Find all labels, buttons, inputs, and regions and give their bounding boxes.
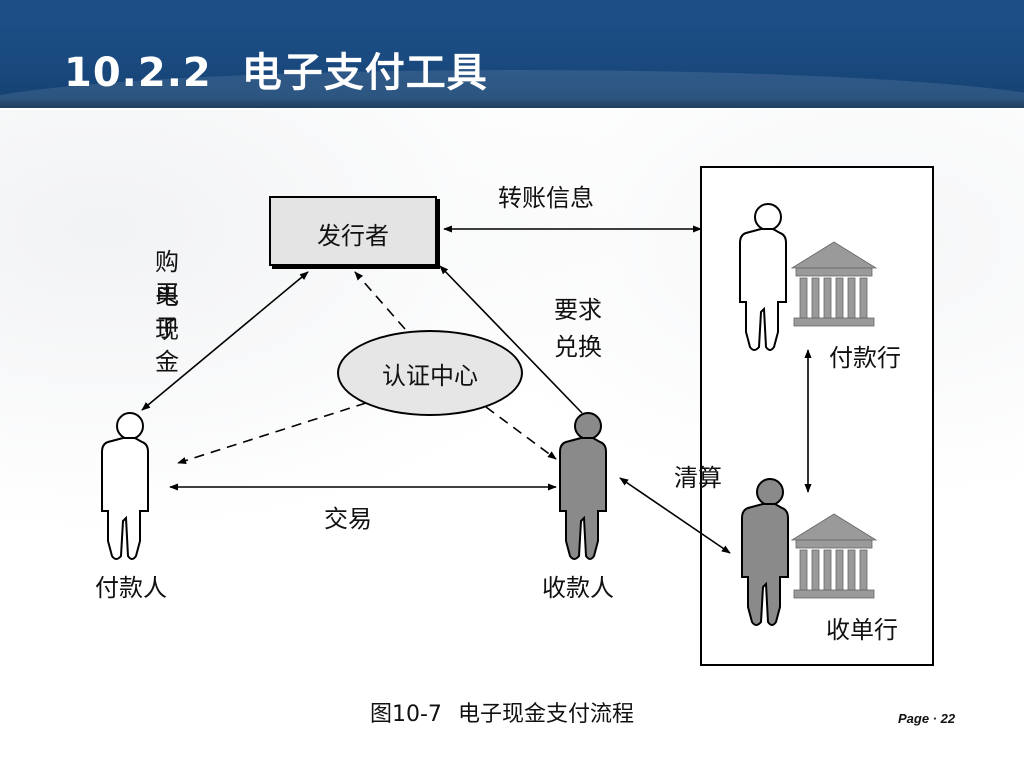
header-shadow [0, 98, 1024, 108]
payer-bank-building-icon [791, 241, 877, 327]
label-payer: 付款人 [95, 574, 167, 602]
payee-figure [559, 412, 607, 560]
label-trade: 交易 [324, 505, 372, 533]
page-number: Page · 22 [898, 711, 956, 726]
issuer-label: 发行者 [317, 222, 389, 250]
label-payee: 收款人 [542, 574, 614, 602]
payer-figure [101, 412, 149, 560]
label-payee-bank: 收单行 [826, 616, 898, 644]
issuer-box: 发行者 [269, 196, 437, 266]
section-number: 10.2.2 [64, 50, 212, 96]
label-redeem-1: 要求 [554, 296, 602, 324]
label-buy: 购买 [155, 248, 179, 308]
figure-caption-text: 电子现金支付流程 [457, 702, 634, 727]
slide-title: 10.2.2 电子支付工具 [64, 40, 488, 100]
label-transfer-info: 转账信息 [498, 184, 594, 212]
ca-label: 认证中心 [382, 362, 478, 390]
label-ecash-1: 电子 [155, 282, 179, 342]
edge-clearing [619, 477, 731, 554]
figure-caption: 图10-7 电子现金支付流程 [370, 696, 634, 728]
edge-buy-ecash [141, 271, 309, 411]
label-ecash-2: 现金 [155, 316, 179, 376]
label-payer-bank: 付款行 [829, 344, 901, 372]
section-title: 电子支付工具 [241, 50, 488, 96]
figure-number: 图10-7 [370, 702, 442, 727]
payee-bank-building-icon [791, 513, 877, 599]
title-bar: 10.2.2 电子支付工具 [0, 0, 1024, 108]
edge-ca-payee [485, 406, 557, 460]
edge-ca-issuer [354, 271, 406, 330]
edge-redeem [439, 265, 583, 414]
certificate-authority-node: 认证中心 [337, 330, 523, 416]
label-clearing: 清算 [674, 464, 722, 492]
label-redeem-2: 兑换 [554, 333, 602, 361]
edge-ca-payer [177, 402, 367, 464]
payee-bank-clerk-figure [741, 478, 789, 626]
payer-bank-clerk-figure [739, 203, 787, 351]
